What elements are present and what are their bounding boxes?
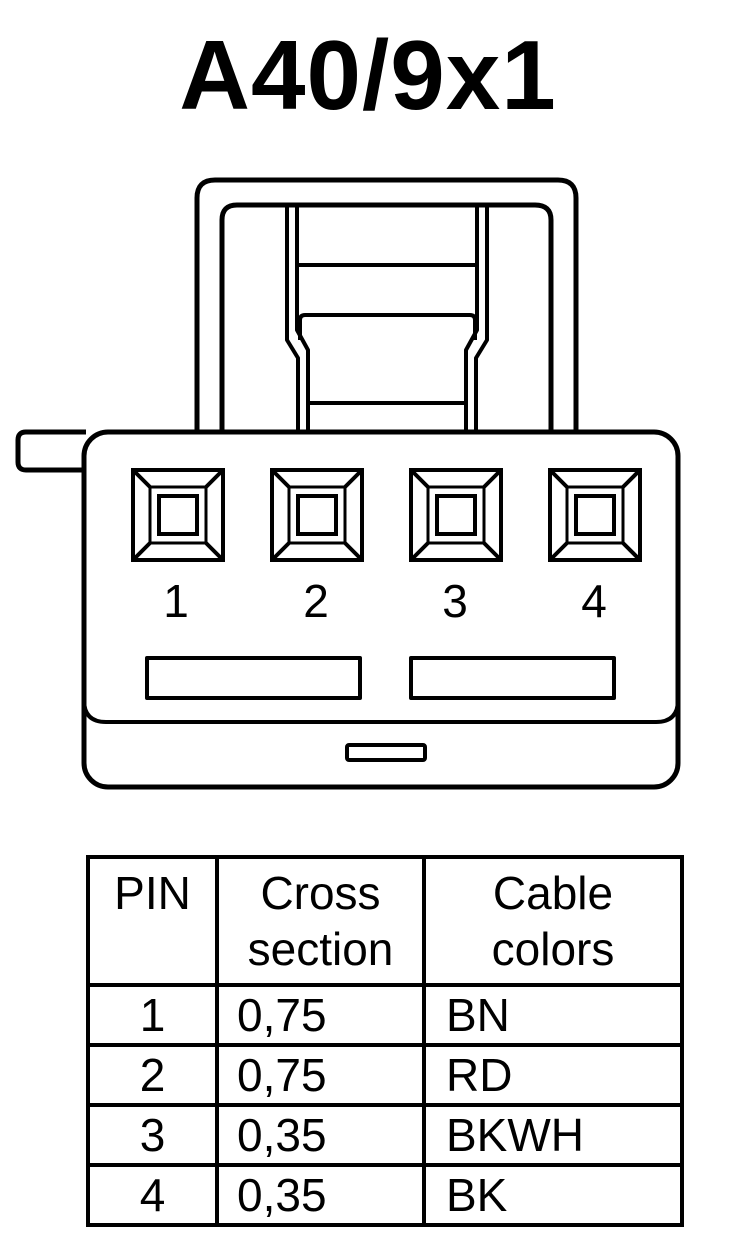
header-cable-colors: Cable colors	[422, 855, 684, 987]
connector-body	[81, 429, 681, 790]
latch-outer	[194, 177, 579, 432]
key-slot-left	[145, 656, 362, 700]
cell-pin: 3	[86, 1103, 219, 1167]
cell-pin: 1	[86, 983, 219, 1047]
key-slot-right	[409, 656, 616, 700]
pin-label-4: 4	[581, 575, 607, 627]
pin-cavity-3	[409, 468, 503, 562]
cell-color: BK	[422, 1163, 684, 1227]
table-header-row: PIN Cross section Cable colors	[86, 855, 684, 987]
pin-label-2: 2	[303, 575, 329, 627]
cell-color: BN	[422, 983, 684, 1047]
latch-tongue-outer	[285, 207, 489, 432]
header-cross-section: Cross section	[215, 855, 426, 987]
table-row: 2 0,75 RD	[86, 1043, 684, 1107]
cell-color: BKWH	[422, 1103, 684, 1167]
table-row: 1 0,75 BN	[86, 983, 684, 1047]
side-tab	[15, 429, 86, 473]
cell-cross-section: 0,75	[215, 983, 426, 1047]
pin-label-1: 1	[163, 575, 189, 627]
header-pin: PIN	[86, 855, 219, 987]
cell-pin: 4	[86, 1163, 219, 1227]
diagram-title: A40/9x1	[179, 20, 557, 130]
connector-drawing: 1 2 3 4	[15, 177, 681, 790]
pin-label-3: 3	[442, 575, 468, 627]
cell-color: RD	[422, 1043, 684, 1107]
body-step	[82, 699, 680, 724]
cell-pin: 2	[86, 1043, 219, 1107]
cell-cross-section: 0,75	[215, 1043, 426, 1107]
table-row: 4 0,35 BK	[86, 1163, 684, 1227]
cell-cross-section: 0,35	[215, 1163, 426, 1227]
pin-assignment-table: PIN Cross section Cable colors 1 0,75 BN…	[86, 855, 684, 1227]
pin-cavity-4	[548, 468, 642, 562]
table-row: 3 0,35 BKWH	[86, 1103, 684, 1167]
bottom-slot	[345, 743, 427, 762]
pin-cavity-2	[270, 468, 364, 562]
latch-inner	[219, 202, 554, 432]
pin-cavity-1	[131, 468, 225, 562]
cell-cross-section: 0,35	[215, 1103, 426, 1167]
latch-tongue-inner	[295, 207, 479, 432]
